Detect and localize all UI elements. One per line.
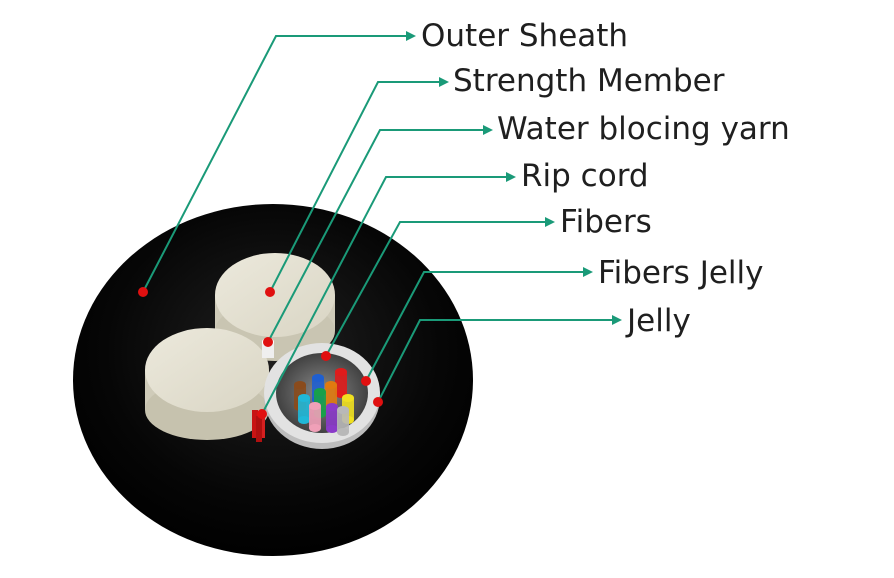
marker-dot <box>265 287 275 297</box>
label-fibers: Fibers <box>560 204 652 240</box>
leader-outer-sheath <box>138 31 416 297</box>
fiber <box>337 406 349 436</box>
fiber <box>309 402 321 432</box>
leader-line <box>377 315 622 403</box>
marker-dot <box>361 376 371 386</box>
leader-jelly <box>373 315 622 407</box>
label-outer-sheath: Outer Sheath <box>421 18 629 54</box>
leader-line <box>325 217 555 357</box>
marker-dot <box>257 409 267 419</box>
rip-cord <box>252 410 265 442</box>
leader-line <box>365 267 593 382</box>
label-jelly: Jelly <box>627 303 691 339</box>
label-rip-cord: Rip cord <box>521 158 649 194</box>
fiber <box>335 368 347 398</box>
leader-water-blocking-yarn <box>263 125 493 347</box>
leader-strength-member <box>265 77 449 297</box>
marker-dot <box>373 397 383 407</box>
marker-dot <box>138 287 148 297</box>
leader-fibers <box>321 217 555 361</box>
label-strength-member: Strength Member <box>453 63 725 99</box>
leader-line <box>142 31 416 293</box>
leader-rip-cord <box>257 172 516 419</box>
leader-fibers-jelly <box>361 267 593 386</box>
label-fibers-jelly: Fibers Jelly <box>598 255 764 291</box>
leader-line <box>261 172 516 415</box>
leader-line <box>269 77 449 293</box>
label-water-blocking-yarn: Water blocing yarn <box>497 111 790 147</box>
leader-lines <box>138 31 622 419</box>
strength-member-lower <box>145 328 269 440</box>
marker-dot <box>263 337 273 347</box>
fiber <box>298 394 310 424</box>
fiber-bundle <box>294 368 354 436</box>
marker-dot <box>321 351 331 361</box>
leader-line <box>267 125 493 343</box>
fiber <box>326 403 338 433</box>
